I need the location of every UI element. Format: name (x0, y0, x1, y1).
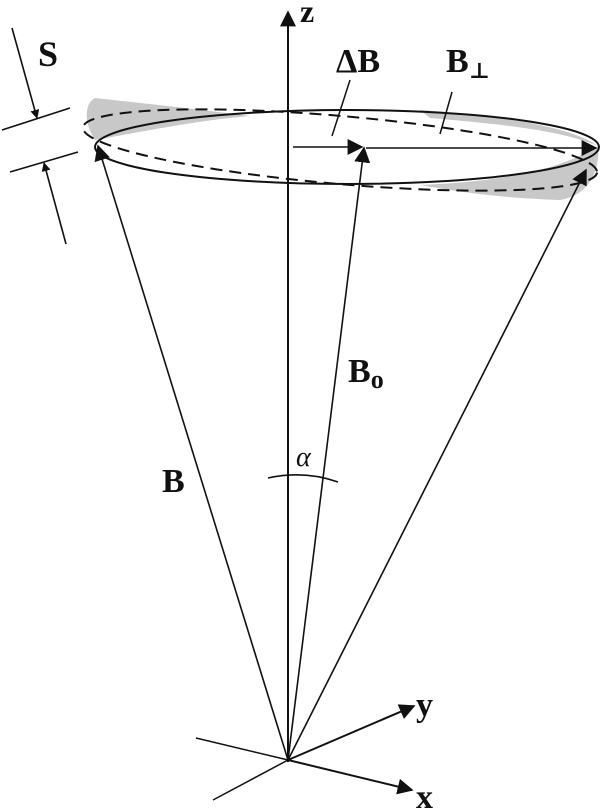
field-vectors (94, 139, 598, 761)
delta-b-leader (331, 79, 351, 137)
tilted-ellipse (81, 108, 599, 192)
s-label: S (38, 34, 58, 74)
vector-b (94, 144, 289, 761)
z-axis-label: z (300, 0, 314, 29)
b-label: B (162, 463, 185, 500)
b-perp-main: B (446, 43, 469, 80)
delta-b-label: ΔB (336, 43, 380, 80)
x-axis (287, 759, 414, 795)
b-zero-subscript: o (371, 365, 384, 394)
cone-right-edge (287, 168, 587, 761)
axis-back-1 (195, 737, 289, 761)
y-axis-label: y (416, 687, 433, 724)
b-perp-subscript: ⊥ (469, 58, 490, 83)
s-tick-top (1, 107, 71, 131)
b-zero-main: B (348, 353, 371, 390)
axis-back-2 (212, 759, 289, 801)
label-leaders (331, 79, 453, 137)
s-arrow-top (11, 27, 40, 119)
thickness-indicator (1, 27, 79, 245)
y-axis (287, 704, 416, 761)
vector-b-zero (287, 146, 371, 761)
b-zero-label: Bo (348, 353, 384, 394)
alpha-label: α (296, 442, 312, 473)
b-perp-leader (439, 91, 453, 135)
band-top-right-shade (420, 110, 598, 146)
x-axis-label: x (416, 779, 433, 810)
band-right-shade (420, 146, 599, 200)
b-perp-label: B⊥ (446, 43, 490, 83)
alpha-angle-arc (267, 474, 339, 483)
s-tick-bottom (9, 151, 79, 173)
coordinate-axes (195, 10, 416, 801)
diagram-labels: z y x S ΔB B⊥ Bo B α (38, 0, 490, 810)
s-arrow-bottom (41, 162, 67, 245)
